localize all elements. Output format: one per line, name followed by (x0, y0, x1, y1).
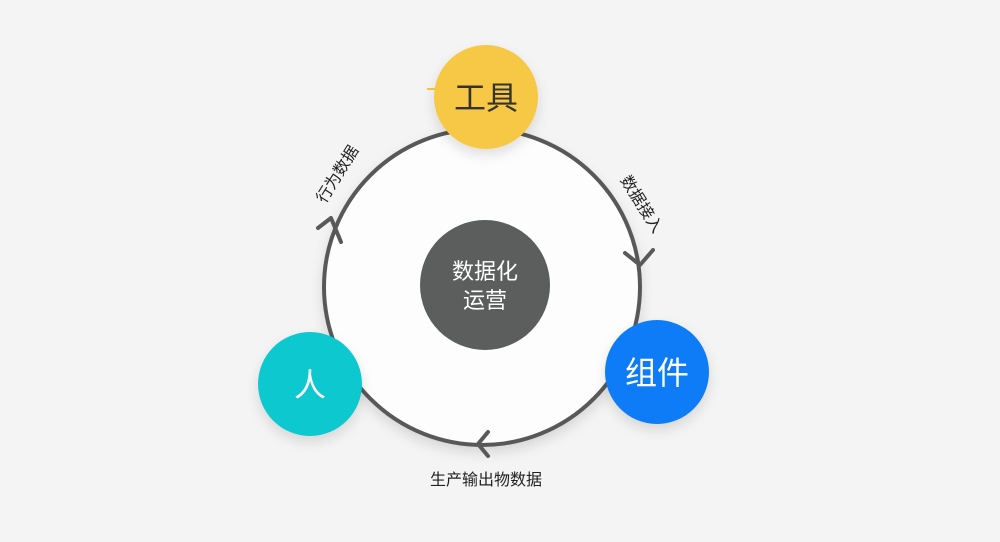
center-label-line2: 运营 (463, 289, 507, 314)
arrow-components-to-people (476, 430, 490, 458)
components-node: 组件 (605, 320, 709, 424)
people-node: 人 (258, 332, 362, 436)
edge-label-production-output: 生产输出物数据 (430, 470, 542, 489)
tools-label: 工具 (454, 79, 518, 117)
arrow-people-to-tools (316, 216, 343, 244)
components-label: 组件 (625, 354, 689, 392)
center-node (420, 220, 550, 350)
center-label-line1: 数据化 (452, 260, 518, 285)
people-label: 人 (294, 366, 326, 404)
tools-node: 工具 (434, 45, 538, 149)
arrow-tools-to-components (623, 248, 655, 267)
